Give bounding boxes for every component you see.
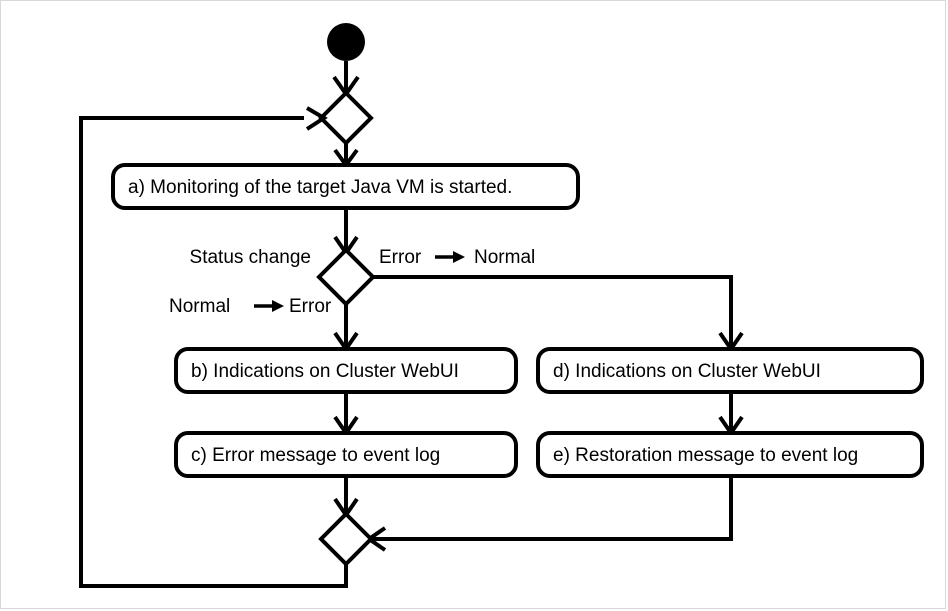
label-error-to-normal-from: Error xyxy=(379,247,422,268)
edge-node-e-to-merge-bottom xyxy=(372,476,733,541)
merge-top-diamond xyxy=(318,90,374,146)
edge-loopback-to-merge-top xyxy=(79,116,348,588)
label-normal-to-error-to: Error xyxy=(289,296,332,317)
edge-decision-to-node-d xyxy=(373,275,733,346)
node-e-label: e) Restoration message to event log xyxy=(553,445,858,466)
node-d-label: d) Indications on Cluster WebUI xyxy=(553,361,821,382)
label-error-to-normal-to: Normal xyxy=(474,247,535,268)
inline-arrow-icon-normal-to-error xyxy=(254,300,284,312)
node-b-label: b) Indications on Cluster WebUI xyxy=(191,361,459,382)
merge-bottom-diamond xyxy=(318,511,374,567)
label-normal-to-error-from: Normal xyxy=(169,296,230,317)
node-c-label: c) Error message to event log xyxy=(191,445,440,466)
label-status-change: Status change xyxy=(190,247,311,268)
start-node xyxy=(327,23,365,61)
node-a-label: a) Monitoring of the target Java VM is s… xyxy=(128,177,512,198)
arrowhead-loopback-into-merge-top xyxy=(305,106,328,131)
inline-arrow-icon-error-to-normal xyxy=(435,251,465,263)
